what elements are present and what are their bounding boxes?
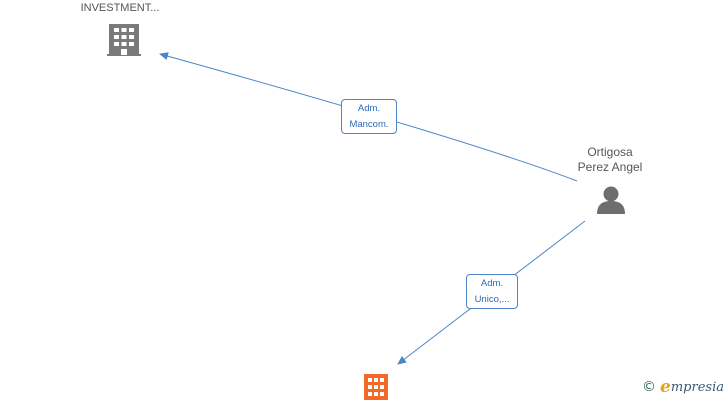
person-label-line2: Perez Angel bbox=[577, 160, 643, 174]
edge-label-line1: Adm. bbox=[357, 103, 381, 114]
person-icon[interactable] bbox=[597, 186, 625, 215]
person-label[interactable]: Ortigosa Perez Angel bbox=[560, 145, 660, 175]
building-icon[interactable] bbox=[107, 24, 141, 56]
empresia-watermark: © e mpresia bbox=[642, 377, 724, 397]
edge-person-to-company-top bbox=[159, 52, 578, 182]
copyright-icon: © bbox=[642, 379, 657, 395]
edge-label-line1: Adm. bbox=[480, 278, 504, 289]
edge-label-line2: Mancom. bbox=[349, 119, 389, 130]
brand-name: mpresia bbox=[670, 379, 724, 395]
edge-label-adm-mancom[interactable]: Adm. Mancom. bbox=[341, 99, 397, 134]
company-top-label[interactable]: INVESTMENT... bbox=[80, 2, 160, 14]
edge-label-adm-unico[interactable]: Adm. Unico,... bbox=[466, 274, 518, 309]
person-label-line1: Ortigosa bbox=[587, 145, 633, 159]
edge-label-line2: Unico,... bbox=[474, 294, 510, 305]
building-icon[interactable] bbox=[364, 374, 388, 400]
brand-initial: e bbox=[660, 377, 671, 397]
